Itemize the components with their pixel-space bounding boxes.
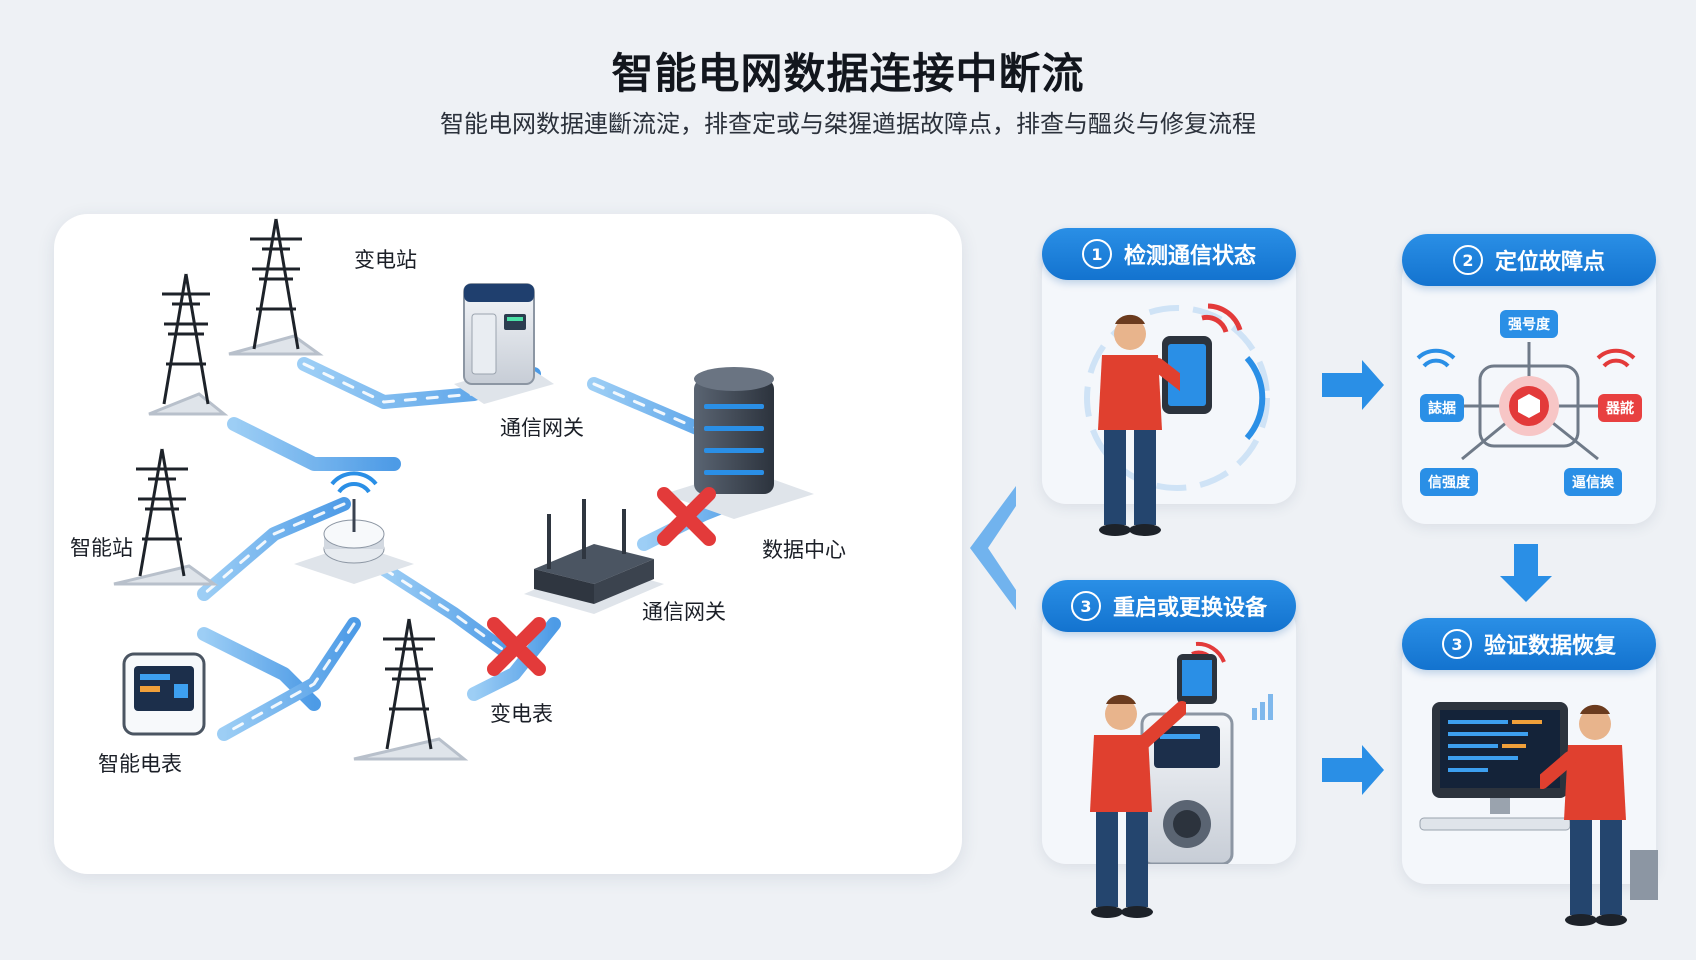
arrow-down-icon — [1500, 544, 1552, 602]
gateway-cabinet-icon — [454, 283, 554, 404]
technician-tablet-scene — [1084, 303, 1270, 491]
step-3-label: 重启或更换设备 — [1112, 596, 1267, 621]
step-1-pill: 1 检测通信状态 — [1042, 228, 1296, 280]
technician-icon — [1098, 314, 1180, 536]
server-stack-icon — [664, 367, 814, 519]
step-card-restart — [1042, 604, 1296, 864]
router-icon — [524, 499, 664, 614]
arrow-right-icon — [1322, 745, 1384, 795]
fault-map-label-bottom-left: 信强度 — [1420, 468, 1478, 496]
label-smart-meter: 智能电表 — [98, 752, 182, 776]
fault-map-label-bottom-right: 逼信挨 — [1564, 468, 1622, 496]
fault-map-label-right: 器誮 — [1598, 394, 1642, 422]
label-gateway-mid: 通信网关 — [642, 600, 726, 624]
wifi-icon — [1416, 348, 1456, 368]
link-hub-smartstation — [197, 497, 351, 601]
page-title: 智能电网数据连接中断流 — [611, 49, 1085, 98]
label-gateway-top: 通信网关 — [500, 416, 584, 440]
technician-icon — [1090, 694, 1186, 918]
step-4-pill: 3 验证数据恢复 — [1402, 618, 1656, 670]
label-substation: 变电站 — [354, 248, 417, 272]
wifi-alert-icon — [1596, 348, 1636, 368]
fault-map-label-top: 强号度 — [1500, 310, 1558, 338]
step-card-detect — [1042, 248, 1296, 504]
tower-icon — [113, 448, 219, 586]
label-meter-station: 变电表 — [490, 702, 553, 726]
step-2-label: 定位故障点 — [1494, 250, 1605, 275]
step-3-pill: 3 重启或更换设备 — [1042, 580, 1296, 632]
link-tower-hub — [227, 417, 401, 471]
step-card-verify — [1402, 638, 1656, 884]
tower-icon — [228, 218, 324, 356]
step-card-locate: 强号度 誌据 器誮 信强度 逼信挨 — [1402, 254, 1656, 524]
page-subtitle: 智能电网数据連斷流淀，排查定或与桀猩遒据故障点，排查与醞炎与修复流程 — [440, 110, 1256, 138]
fault-map-label-left: 誌据 — [1420, 394, 1464, 422]
label-data-center: 数据中心 — [762, 538, 846, 562]
equipment-scene — [1140, 641, 1273, 864]
network-diagram — [113, 218, 814, 761]
step-3-number: 3 — [1070, 591, 1101, 621]
monitor-scene — [1419, 702, 1571, 831]
step-4-label: 验证数据恢复 — [1483, 634, 1616, 659]
fault-x-icon — [487, 617, 546, 676]
data-links — [197, 357, 761, 741]
smart-meter-icon — [122, 652, 206, 736]
network-diagram-panel: 变电站 通信网关 智能站 数据中心 通信网关 变电表 智能电表 — [54, 214, 962, 874]
label-smart-station: 智能站 — [70, 536, 133, 560]
fault-map-scene — [1416, 342, 1636, 461]
step-1-label: 检测通信状态 — [1123, 244, 1256, 269]
tower-icon — [148, 273, 229, 416]
chevron-left-icon — [970, 486, 1016, 610]
fault-x-icon — [657, 487, 716, 546]
step-1-number: 1 — [1081, 239, 1112, 269]
technician-icon — [1540, 704, 1658, 926]
wireless-hub-icon — [294, 471, 414, 584]
tower-icon — [353, 618, 469, 761]
arrow-right-icon — [1322, 360, 1384, 410]
step-4-number: 3 — [1441, 629, 1472, 659]
step-2-pill: 2 定位故障点 — [1402, 234, 1656, 286]
link-router-tower — [467, 617, 561, 701]
step-2-number: 2 — [1452, 245, 1483, 275]
